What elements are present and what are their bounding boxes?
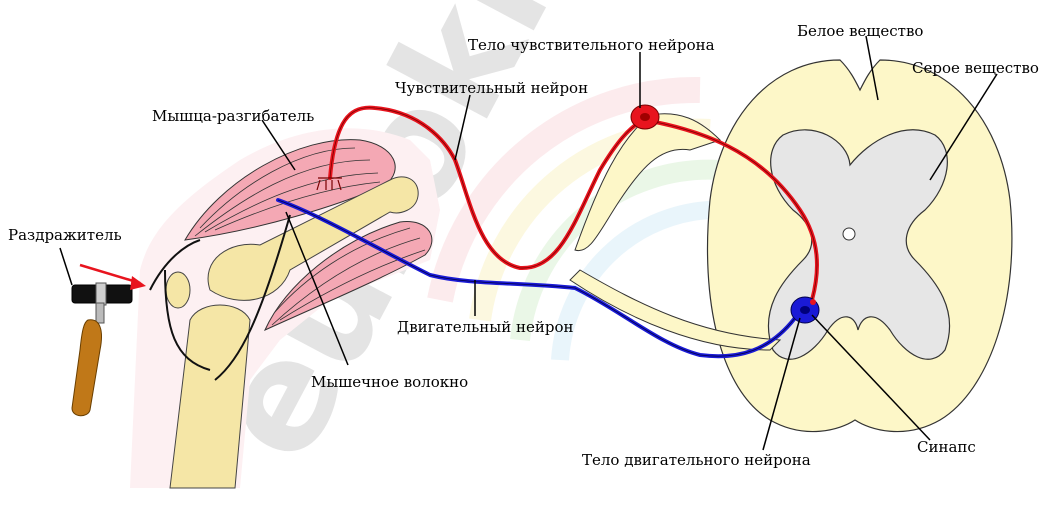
reflex-hammer-icon xyxy=(71,282,133,417)
arrow-right-icon xyxy=(79,263,146,290)
leader-lines xyxy=(59,35,998,451)
label-motor-neuron-body: Тело двигательного нейрона xyxy=(582,451,811,469)
central-canal xyxy=(842,227,856,241)
extensor-muscle xyxy=(184,139,396,241)
label-gray-matter: Серое вещество xyxy=(912,59,1039,77)
label-sensory-neuron: Чувствительный нейрон xyxy=(395,79,589,97)
label-extensor-muscle: Мышца-разгибатель xyxy=(152,107,315,125)
label-sensory-neuron-body: Тело чувствительного нейрона xyxy=(468,36,715,54)
label-synapse: Синапс xyxy=(917,438,976,456)
bones xyxy=(165,176,419,489)
label-white-matter: Белое вещество xyxy=(797,22,924,40)
label-motor-neuron: Двигательный нейрон xyxy=(397,318,574,336)
flexor-muscle xyxy=(264,221,433,332)
sensory-neuron xyxy=(316,104,819,302)
synapse-point xyxy=(810,299,816,305)
label-muscle-fiber: Мышечное волокно xyxy=(311,373,469,391)
label-stimulus: Раздражитель xyxy=(8,226,122,244)
sensory-receptor xyxy=(316,177,342,191)
